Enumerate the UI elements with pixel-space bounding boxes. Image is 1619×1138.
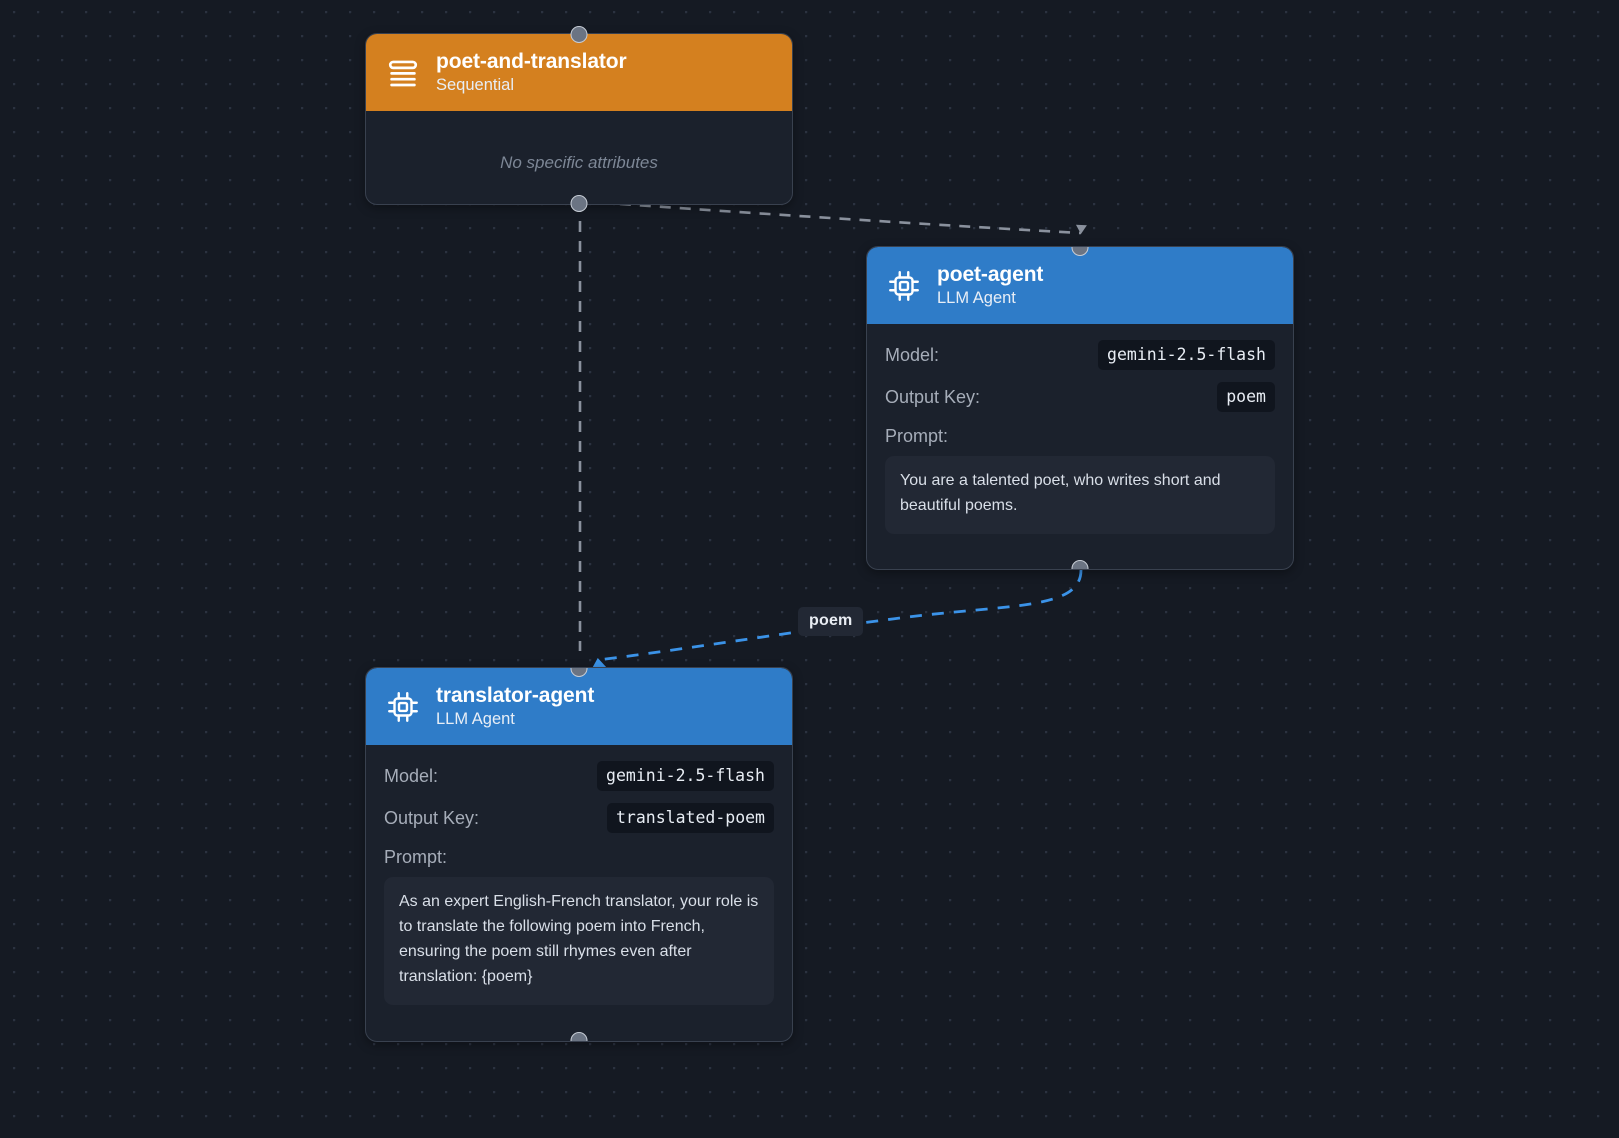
attribute-value-output-key: translated-poem: [606, 803, 774, 834]
node-translator-agent[interactable]: translator-agent LLM Agent Model: gemini…: [365, 667, 793, 1042]
node-header-text: poet-and-translator Sequential: [436, 49, 627, 96]
prompt-label: Prompt:: [885, 426, 949, 447]
attribute-row-output-key: Output Key: translated-poem: [384, 803, 774, 834]
node-title: translator-agent: [436, 684, 595, 707]
node-body: Model: gemini-2.5-flash Output Key: poem…: [867, 324, 1293, 554]
node-subtitle: Sequential: [436, 75, 514, 94]
attribute-label: Model:: [384, 765, 439, 786]
attribute-row-output-key: Output Key: poem: [885, 382, 1275, 413]
prompt-text: You are a talented poet, who writes shor…: [885, 456, 1275, 534]
cpu-chip-icon: [889, 270, 919, 301]
attribute-value-output-key: poem: [1217, 382, 1275, 413]
node-body: Model: gemini-2.5-flash Output Key: tran…: [366, 745, 792, 1025]
node-header-text: translator-agent LLM Agent: [436, 683, 594, 730]
no-attributes-text: No specific attributes: [500, 153, 658, 173]
prompt-label: Prompt:: [384, 847, 448, 868]
attribute-label: Model:: [885, 344, 940, 365]
attribute-row-model: Model: gemini-2.5-flash: [384, 761, 774, 792]
handle-source-bottom[interactable]: [570, 195, 588, 212]
edge-label-poem[interactable]: poem: [798, 607, 864, 636]
attribute-label: Output Key:: [885, 386, 981, 407]
node-body: No specific attributes: [366, 111, 792, 223]
node-header-text: poet-agent LLM Agent: [937, 262, 1043, 309]
handle-source-bottom[interactable]: [570, 1032, 588, 1041]
list-icon: [388, 60, 418, 86]
node-header: poet-agent LLM Agent: [867, 247, 1293, 325]
node-subtitle: LLM Agent: [436, 709, 515, 728]
handle-target-top[interactable]: [570, 26, 588, 43]
node-poet-agent[interactable]: poet-agent LLM Agent Model: gemini-2.5-f…: [866, 246, 1294, 570]
prompt-text: As an expert English-French translator, …: [384, 877, 774, 1005]
attribute-label: Output Key:: [384, 807, 480, 828]
node-header: translator-agent LLM Agent: [366, 668, 792, 746]
node-title: poet-agent: [937, 263, 1044, 286]
attribute-value-model: gemini-2.5-flash: [597, 761, 774, 792]
node-poet-and-translator[interactable]: poet-and-translator Sequential No specif…: [365, 26, 793, 212]
attribute-row-model: Model: gemini-2.5-flash: [885, 340, 1275, 371]
node-header: poet-and-translator Sequential: [366, 34, 792, 112]
handle-source-bottom[interactable]: [1071, 560, 1089, 569]
cpu-chip-icon: [388, 691, 418, 722]
node-subtitle: LLM Agent: [937, 288, 1016, 307]
node-title: poet-and-translator: [436, 50, 627, 73]
attribute-value-model: gemini-2.5-flash: [1098, 340, 1275, 371]
